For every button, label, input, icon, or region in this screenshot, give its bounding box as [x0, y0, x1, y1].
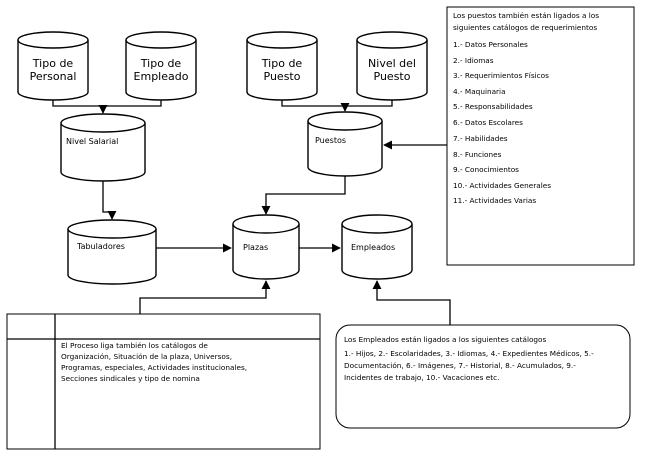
empleados-label: Empleados: [351, 243, 395, 252]
proceso-note-line-4: Secciones sindicales y tipo de nomina: [61, 374, 200, 383]
empleados-note-line-2: 1.- Hijos, 2.- Escolaridades, 3.- Idioma…: [344, 349, 594, 358]
connector-top-right-bracket: [281, 100, 393, 107]
plazas-node: Plazas: [232, 214, 300, 280]
puestos-note-item-2: 2.- Idiomas: [453, 56, 494, 65]
puestos-note-item-9: 9.- Conocimientos: [453, 165, 519, 174]
tipo-de-personal-node: Tipo de Personal: [17, 31, 89, 101]
puestos-note-item-4: 4.- Maquinaria: [453, 87, 506, 96]
connector-nivel-salarial-to-tabuladores: [102, 181, 117, 220]
puestos-note-item-7: 7.- Habilidades: [453, 134, 508, 143]
puestos-node: Puestos: [307, 111, 383, 177]
proceso-note-line-1: El Proceso liga también los catálogos de: [61, 341, 208, 350]
puestos-note-item-6: 6.- Datos Escolares: [453, 118, 523, 127]
tipo-de-personal-label-1: Tipo de: [32, 57, 74, 70]
tabuladores-node: Tabuladores: [67, 219, 157, 285]
connector-empleados-note-to-empleados: [372, 280, 451, 325]
connectors: [52, 100, 451, 325]
puestos-note-item-10: 10.- Actividades Generales: [453, 181, 551, 190]
puestos-note-item-8: 8.- Funciones: [453, 150, 502, 159]
puestos-note-item-5: 5.- Responsabilidades: [453, 102, 533, 111]
puestos-note-item-11: 11.- Actividades Varias: [453, 196, 536, 205]
nivel-del-puesto-label-2: Puesto: [374, 70, 411, 83]
puestos-note-title-2: siguientes catálogos de requerimientos: [453, 23, 597, 32]
proceso-note-line-2: Organización, Situación de la plaza, Uni…: [61, 352, 232, 361]
tipo-de-empleado-label-2: Empleado: [134, 70, 189, 83]
puestos-requirements-note: Los puestos también están ligados a los …: [446, 6, 635, 266]
proceso-note: El Proceso liga también los catálogos de…: [6, 313, 321, 450]
puestos-note-item-3: 3.- Requerimientos Físicos: [453, 71, 549, 80]
plazas-label: Plazas: [243, 243, 268, 252]
tipo-de-puesto-label-2: Puesto: [264, 70, 301, 83]
nivel-salarial-label: Nivel Salarial: [66, 137, 118, 146]
puestos-label: Puestos: [315, 136, 346, 145]
tipo-de-empleado-node: Tipo de Empleado: [125, 31, 197, 101]
nivel-salarial-node: Nivel Salarial: [60, 113, 146, 182]
connector-puestos-to-plazas: [261, 176, 346, 215]
proceso-note-line-3: Programas, especiales, Actividades insti…: [61, 363, 247, 372]
connector-proceso-to-plazas: [139, 280, 271, 314]
nivel-del-puesto-node: Nivel del Puesto: [356, 31, 428, 101]
puestos-note-item-1: 1.- Datos Personales: [453, 40, 528, 49]
empleados-node: Empleados: [341, 214, 413, 280]
tipo-de-empleado-label-1: Tipo de: [140, 57, 182, 70]
empleados-note-line-1: Los Empleados están ligados a los siguie…: [344, 335, 547, 344]
puestos-note-title-1: Los puestos también están ligados a los: [453, 11, 599, 20]
empleados-note-line-3: Documentación, 6.- Imágenes, 7.- Histori…: [344, 361, 576, 370]
tipo-de-puesto-label-1: Tipo de: [261, 57, 303, 70]
empleados-catalog-note: Los Empleados están ligados a los siguie…: [335, 324, 631, 429]
tabuladores-label: Tabuladores: [76, 242, 125, 251]
connector-top-left-bracket: [52, 100, 162, 107]
tipo-de-puesto-node: Tipo de Puesto: [246, 31, 318, 101]
nivel-del-puesto-label-1: Nivel del: [368, 57, 416, 70]
tipo-de-personal-label-2: Personal: [30, 70, 77, 83]
empleados-note-line-4: Incidentes de trabajo, 10.- Vacaciones e…: [344, 373, 499, 382]
